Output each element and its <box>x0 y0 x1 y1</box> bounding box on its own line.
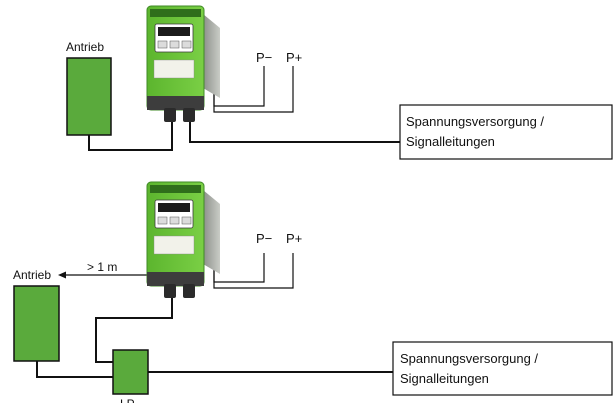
junction-box <box>112 349 149 395</box>
top-p-plus-tube <box>213 66 294 113</box>
bottom-supply-box <box>392 341 613 396</box>
top-supply-line2: Signalleitungen <box>406 134 495 149</box>
bottom-supply-line1: Spannungsversorgung / <box>400 351 538 366</box>
top-p-minus-label: P− <box>256 50 272 65</box>
junction-label: LP <box>120 397 135 403</box>
top-transmitter-device <box>146 5 220 122</box>
bottom-drive-label: Antrieb <box>13 268 51 282</box>
bottom-p-plus-tube <box>213 253 294 289</box>
bottom-device-cable <box>95 298 173 363</box>
bottom-transmitter-device <box>146 181 220 298</box>
bottom-p-plus-label: P+ <box>286 231 302 246</box>
distance-arrow-head-left <box>58 271 66 279</box>
top-supply-line1: Spannungsversorgung / <box>406 114 544 129</box>
top-drive-box <box>66 57 112 136</box>
bottom-supply-line2: Signalleitungen <box>400 371 489 386</box>
top-p-plus-label: P+ <box>286 50 302 65</box>
bottom-drive-box <box>13 285 60 362</box>
top-drive-label: Antrieb <box>66 40 104 54</box>
bottom-p-minus-tube <box>213 253 265 283</box>
bottom-p-minus-label: P− <box>256 231 272 246</box>
top-supply-cable <box>189 122 400 143</box>
top-diagram: Antrieb P− P+ Spannungsversorgung / <box>66 5 613 160</box>
top-supply-box <box>399 104 613 160</box>
distance-label: > 1 m <box>87 260 117 274</box>
top-drive-cable <box>88 122 173 151</box>
bottom-diagram: Antrieb > 1 m P− P+ <box>13 181 613 403</box>
top-p-minus-tube <box>213 66 265 107</box>
bottom-drive-cable <box>36 361 113 378</box>
